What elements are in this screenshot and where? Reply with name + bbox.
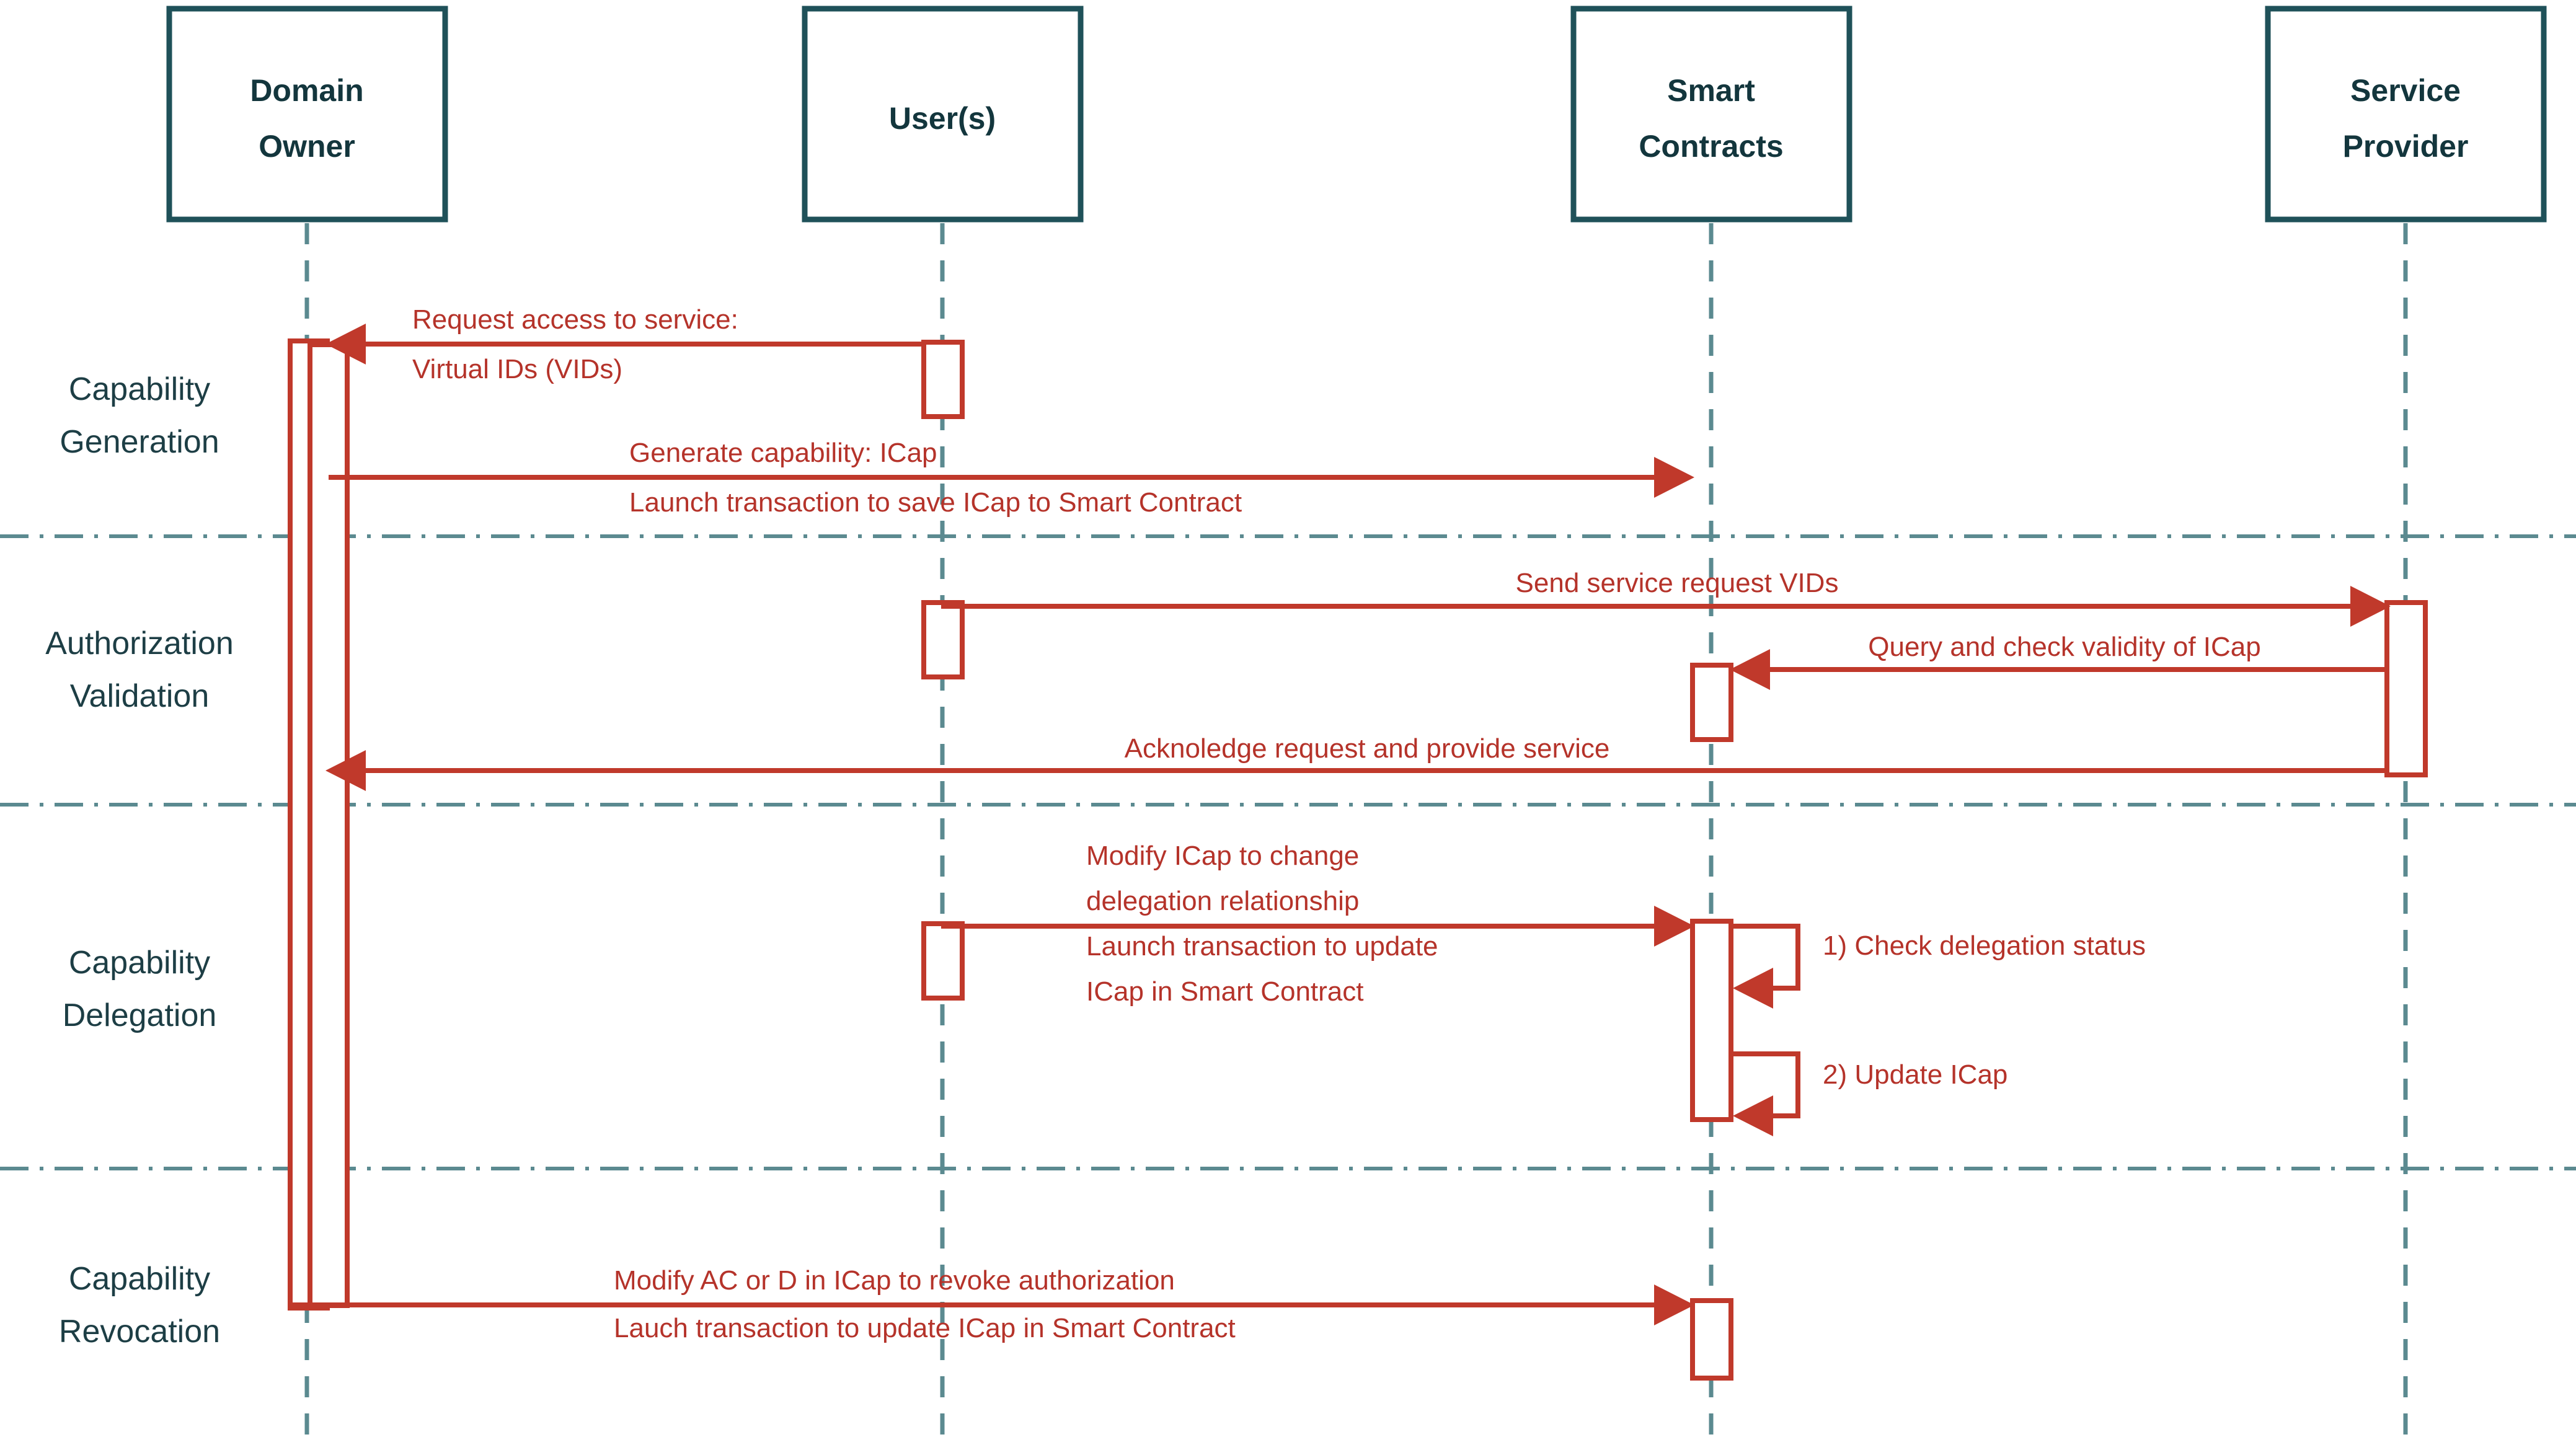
arrowhead-request-access xyxy=(325,324,366,365)
arrowhead-update-icap xyxy=(1733,1095,1773,1136)
message-line-check-delegation-status xyxy=(1730,924,1800,991)
message-modify-icap-delegation[interactable]: Modify ICap to change delegation relatio… xyxy=(941,841,1694,1007)
activation-users-delegation xyxy=(921,921,965,1001)
arrowhead-query-check-validity xyxy=(1730,649,1770,690)
actor-users[interactable]: User(s) xyxy=(802,6,1084,223)
arrowhead-modify-icap-delegation xyxy=(1654,906,1694,947)
actor-service-provider[interactable]: Service Provider xyxy=(2265,6,2547,223)
phase-label-capability-delegation: Capability Delegation xyxy=(63,945,217,1033)
activation-users-service-request xyxy=(921,600,965,679)
actor-box-service-provider xyxy=(2265,6,2547,223)
phase-label-delegation-line2: Delegation xyxy=(63,997,217,1033)
phase-label-generation-line2: Generation xyxy=(60,424,219,460)
arrowhead-check-delegation-status xyxy=(1733,968,1773,1009)
arrowhead-revoke-authorization xyxy=(1654,1284,1694,1325)
activation-domain-owner-nested xyxy=(308,342,350,1308)
message-label-request-access-line2: Virtual IDs (VIDs) xyxy=(412,354,622,384)
phase-label-validation-line1: Authorization xyxy=(45,626,234,661)
actor-label-domain-owner-line2: Owner xyxy=(259,129,355,164)
phase-label-generation-line1: Capability xyxy=(69,371,210,407)
message-label-revoke-authorization-line1: Modify AC or D in ICap to revoke authori… xyxy=(614,1265,1175,1296)
message-update-icap[interactable]: 2) Update ICap xyxy=(1730,1051,2007,1136)
message-request-access[interactable]: Request access to service: Virtual IDs (… xyxy=(325,304,924,384)
phase-label-authorization-validation: Authorization Validation xyxy=(45,626,234,714)
actor-headers-group: Domain Owner User(s) Smart Contracts Ser… xyxy=(166,6,2547,223)
message-label-modify-icap-line3: Launch transaction to update xyxy=(1086,931,1438,962)
actor-box-smart-contracts xyxy=(1570,6,1852,223)
message-label-generate-capability-line2: Launch transaction to save ICap to Smart… xyxy=(629,487,1242,518)
message-label-send-service-request: Send service request VIDs xyxy=(1516,568,1839,598)
arrowhead-acknowledge-request xyxy=(325,750,366,791)
actor-label-service-provider-line1: Service xyxy=(2350,73,2461,108)
message-check-delegation-status[interactable]: 1) Check delegation status xyxy=(1730,924,2146,1009)
phase-label-capability-revocation: Capability Revocation xyxy=(59,1261,220,1350)
message-label-request-access-line1: Request access to service: xyxy=(412,304,738,335)
message-query-check-validity[interactable]: Query and check validity of ICap xyxy=(1730,632,2387,690)
message-revoke-authorization[interactable]: Modify AC or D in ICap to revoke authori… xyxy=(291,1265,1694,1343)
message-label-modify-icap-line1: Modify ICap to change xyxy=(1086,841,1359,871)
message-label-query-check-validity: Query and check validity of ICap xyxy=(1868,632,2260,662)
message-send-service-request[interactable]: Send service request VIDs xyxy=(941,568,2391,627)
phase-label-revocation-line1: Capability xyxy=(69,1261,210,1297)
actor-label-smart-contracts-line2: Contracts xyxy=(1639,129,1783,164)
message-label-acknowledge-request: Acknoledge request and provide service xyxy=(1125,733,1610,764)
actor-domain-owner[interactable]: Domain Owner xyxy=(166,6,448,223)
phase-dividers-group xyxy=(0,534,2576,1170)
message-label-generate-capability-line1: Generate capability: ICap xyxy=(629,438,937,468)
activation-service-provider xyxy=(2384,600,2428,777)
arrowhead-send-service-request xyxy=(2350,586,2391,627)
phase-label-revocation-line2: Revocation xyxy=(59,1314,220,1350)
actor-label-service-provider-line2: Provider xyxy=(2343,129,2469,164)
lifelines-group xyxy=(304,223,2408,1438)
message-label-modify-icap-line2: delegation relationship xyxy=(1086,886,1359,916)
arrowhead-generate-capability xyxy=(1654,457,1694,498)
message-generate-capability[interactable]: Generate capability: ICap Launch transac… xyxy=(329,438,1694,518)
message-label-modify-icap-line4: ICap in Smart Contract xyxy=(1086,976,1364,1007)
actor-box-domain-owner xyxy=(166,6,448,223)
message-label-update-icap: 2) Update ICap xyxy=(1823,1059,2007,1090)
activation-smart-contracts-query xyxy=(1690,663,1733,742)
message-label-revoke-authorization-line2: Lauch transaction to update ICap in Smar… xyxy=(614,1313,1236,1343)
activation-users-request xyxy=(921,340,965,419)
message-acknowledge-request[interactable]: Acknoledge request and provide service xyxy=(325,733,2387,791)
message-label-check-delegation-status: 1) Check delegation status xyxy=(1823,931,2146,961)
phase-label-delegation-line1: Capability xyxy=(69,945,210,981)
activation-smart-contracts-delegation xyxy=(1690,919,1733,1122)
actor-label-smart-contracts-line1: Smart xyxy=(1667,73,1755,108)
actor-box-users xyxy=(802,6,1084,223)
actor-label-users-line1: User(s) xyxy=(889,101,996,136)
actor-smart-contracts[interactable]: Smart Contracts xyxy=(1570,6,1852,223)
activation-smart-contracts-revocation xyxy=(1690,1298,1733,1381)
phase-labels-group: Capability Generation Authorization Vali… xyxy=(45,371,234,1350)
phase-label-capability-generation: Capability Generation xyxy=(60,371,219,460)
phase-label-validation-line2: Validation xyxy=(70,678,210,714)
message-line-update-icap xyxy=(1730,1051,1800,1118)
actor-label-domain-owner-line1: Domain xyxy=(250,73,363,108)
